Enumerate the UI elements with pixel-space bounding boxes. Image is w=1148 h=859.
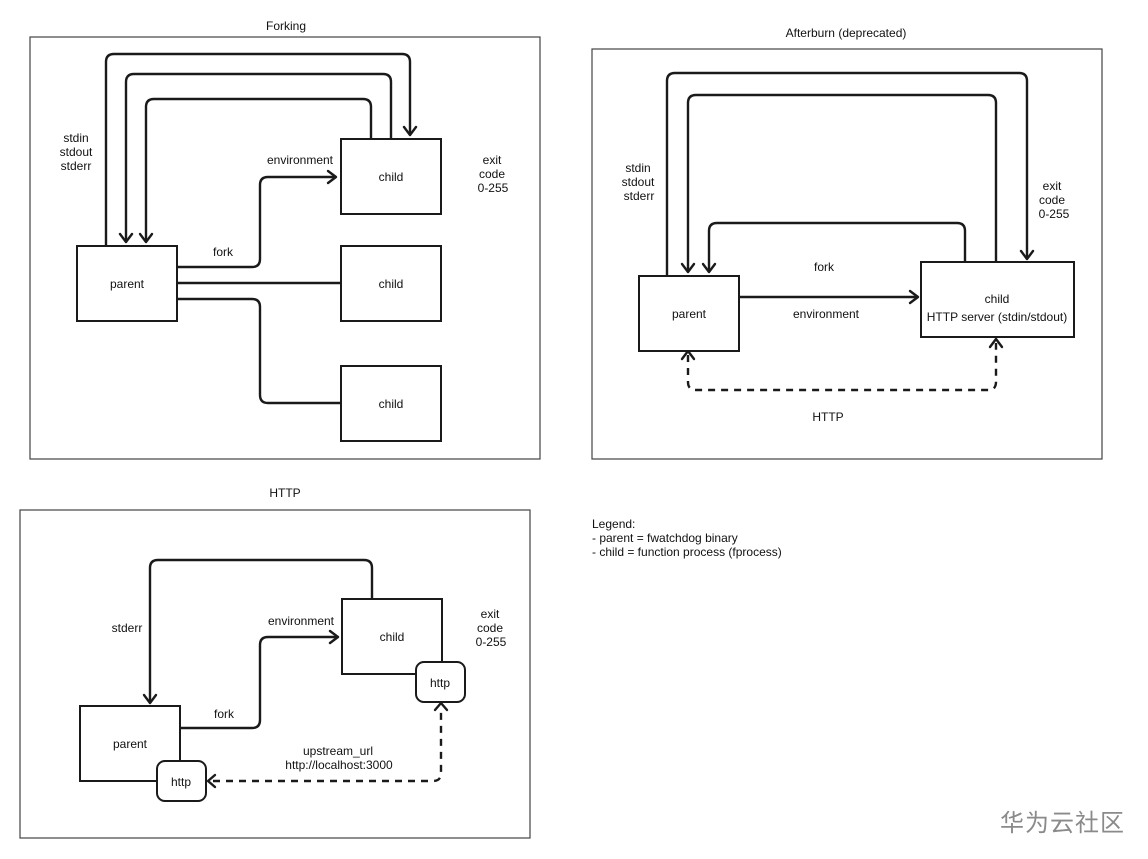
- child-box: [920, 261, 1075, 338]
- upstream-url-value: http://localhost:3000: [285, 758, 393, 772]
- child-label: child: [380, 630, 405, 644]
- stream-label-stdin: stdin: [625, 161, 650, 175]
- forking-title: Forking: [266, 19, 306, 33]
- upstream-url-label: upstream_url: [303, 744, 373, 758]
- arrow-head-icon: [326, 169, 338, 185]
- stream-label-stdin: stdin: [63, 131, 88, 145]
- parent-http-label: http: [171, 775, 191, 789]
- exit-label-2: code: [479, 167, 505, 181]
- fork-label: fork: [214, 707, 235, 721]
- http-label: HTTP: [812, 410, 843, 424]
- parent-label: parent: [113, 737, 148, 751]
- parent-box: [76, 245, 178, 322]
- fork-connector-1: [178, 175, 336, 269]
- environment-label: environment: [267, 153, 334, 167]
- afterburn-panel: Afterburn (deprecated) parent child HTTP…: [591, 26, 1103, 460]
- arrow-head-icon: [118, 232, 134, 244]
- exit-label-1: exit: [483, 153, 502, 167]
- arrow-head-icon: [701, 262, 717, 274]
- stderr-label: stderr: [112, 621, 143, 635]
- arrow-head-icon: [328, 629, 340, 645]
- http-connector: [686, 343, 998, 392]
- forking-panel: Forking parent child child child stdin s…: [29, 19, 541, 460]
- legend: Legend: - parent = fwatchdog binary - ch…: [592, 517, 782, 559]
- afterburn-frame: [591, 48, 1103, 460]
- arrow-head-icon: [138, 232, 154, 244]
- exit-label-2: code: [477, 621, 503, 635]
- stream-label-stderr: stderr: [61, 159, 92, 173]
- arrow-head-icon: [680, 262, 696, 274]
- parent-label: parent: [110, 277, 145, 291]
- watermark: 华为云社区: [1000, 809, 1125, 837]
- arrow-head-icon: [908, 289, 920, 305]
- child-http-port: [415, 661, 466, 703]
- legend-title: Legend:: [592, 517, 636, 531]
- arrow-head-icon: [142, 693, 158, 705]
- arrow-head-icon: [1019, 249, 1035, 261]
- arrow-head-icon: [402, 125, 418, 137]
- child-label: child: [985, 292, 1010, 306]
- stderr-connector: [144, 97, 373, 242]
- fork-connector: [180, 635, 338, 730]
- child-box-2: [340, 245, 442, 322]
- stdout-connector: [686, 93, 998, 272]
- exit-label-1: exit: [481, 607, 500, 621]
- afterburn-title: Afterburn (deprecated): [786, 26, 907, 40]
- fork-label: fork: [814, 260, 835, 274]
- legend-item-child: - child = function process (fprocess): [592, 545, 782, 559]
- stdin-connector: [665, 71, 1029, 276]
- arrow-head-icon: [206, 773, 217, 789]
- child-label-2: child: [379, 277, 404, 291]
- exit-label-3: 0-255: [1039, 207, 1070, 221]
- parent-box: [638, 275, 740, 352]
- stdin-connector: [104, 52, 412, 246]
- child-http-label: http: [430, 676, 450, 690]
- stderr-connector: [148, 558, 374, 703]
- environment-label: environment: [268, 614, 335, 628]
- environment-label: environment: [793, 307, 860, 321]
- upstream-connector: [213, 708, 443, 783]
- fork-label: fork: [213, 245, 234, 259]
- child-label-1: child: [379, 170, 404, 184]
- child-box-3: [340, 365, 442, 442]
- child-sublabel: HTTP server (stdin/stdout): [927, 310, 1067, 324]
- child-box-1: [340, 138, 442, 215]
- exit-label-2: code: [1039, 193, 1065, 207]
- exit-label-3: 0-255: [476, 635, 507, 649]
- http-panel: HTTP parent http child http stderr exit …: [19, 486, 531, 839]
- exit-label-3: 0-255: [478, 181, 509, 195]
- parent-label: parent: [672, 307, 707, 321]
- exit-label-1: exit: [1043, 179, 1062, 193]
- stderr-connector: [707, 221, 967, 272]
- stream-label-stdout: stdout: [60, 145, 93, 159]
- http-title: HTTP: [269, 486, 300, 500]
- child-label-3: child: [379, 397, 404, 411]
- stdout-connector: [124, 72, 393, 242]
- parent-http-port: [156, 760, 207, 802]
- fork-connector-3: [178, 297, 341, 405]
- legend-item-parent: - parent = fwatchdog binary: [592, 531, 738, 545]
- arrow-head-icon: [988, 337, 1004, 349]
- stream-label-stdout: stdout: [622, 175, 655, 189]
- stream-label-stderr: stderr: [624, 189, 655, 203]
